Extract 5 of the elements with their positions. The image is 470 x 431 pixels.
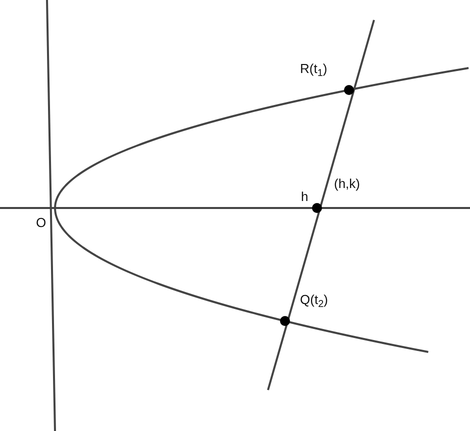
point-label: Q(t$_{2}$)	[300, 293, 328, 310]
point-label: h	[301, 190, 308, 203]
point-label: R(t$_{1}$)	[300, 62, 328, 79]
point-label: (h,k)	[334, 177, 360, 190]
point-label: O	[36, 216, 46, 229]
